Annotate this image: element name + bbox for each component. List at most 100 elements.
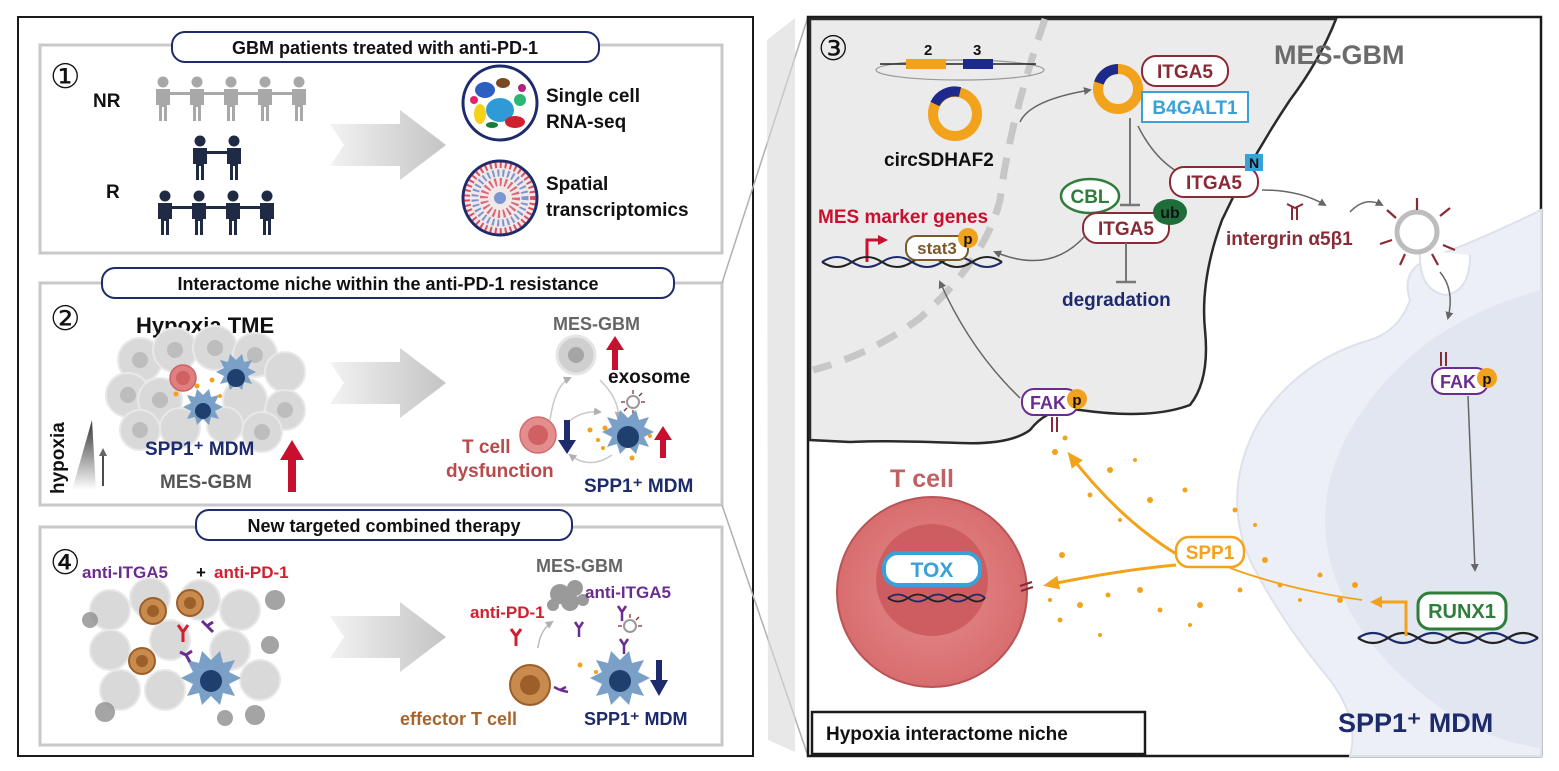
panel2-number: ② (50, 299, 80, 339)
panel3-spp1-mdm-label: SPP1⁺ MDM (1338, 708, 1493, 738)
tcell-receptor-icon (1019, 581, 1034, 592)
b4galt1-label: B4GALT1 (1152, 98, 1238, 119)
combined-therapy-cluster-icon (82, 577, 285, 726)
panel4-right-anti-itga5: anti-ITGA5 (585, 583, 671, 602)
panel1-number: ① (50, 57, 80, 97)
circ-label: circSDHAF2 (884, 150, 994, 171)
integrin-label: intergrin α5β1 (1226, 229, 1353, 250)
mes-up-arrow-icon (606, 336, 624, 370)
sc-label-line2: RNA-seq (546, 112, 626, 133)
panel-1: GBM patients treated with anti-PD-1 ① NR… (38, 31, 724, 255)
panel3-mes-gbm-label: MES-GBM (1274, 40, 1405, 70)
itga5-membrane-label: ITGA5 (1186, 173, 1242, 194)
itga5-top-label: ITGA5 (1157, 62, 1213, 83)
label-r: R (106, 182, 120, 203)
panel4-anti-pd1: anti-PD-1 (214, 563, 289, 582)
dysfunction-tcell-icon (519, 416, 557, 454)
spp1-to-mes-arrow (1067, 451, 1179, 557)
tcell-down-arrow-icon (558, 420, 576, 454)
tox-label: TOX (911, 559, 954, 582)
anti-itga5-antibody-icon-2 (616, 605, 628, 621)
panel4-right-anti-pd1: anti-PD-1 (470, 603, 545, 622)
exosome-label: exosome (608, 367, 690, 388)
mes-integrin-icon (1051, 417, 1058, 432)
panel2-big-arrow-icon (330, 348, 446, 418)
mes-marker-label: MES marker genes (818, 207, 988, 228)
panel2-right-mes-gbm: MES-GBM (553, 314, 640, 334)
tcell-label-line1: T cell (462, 437, 511, 458)
spp1-mdm-cell-icon (602, 410, 654, 454)
runx1-label: RUNX1 (1428, 601, 1496, 623)
spatial-plot-icon (461, 159, 539, 237)
mdm-dna-icon (1357, 631, 1539, 645)
panel3-tcell-label: T cell (890, 465, 954, 493)
niche-label: Hypoxia interactome niche (826, 724, 1068, 745)
nr-people-icon (156, 76, 306, 121)
hypoxia-gradient-icon (72, 420, 96, 490)
panel4-spp1-mdm-cell-icon (590, 651, 650, 705)
mes-dna-icon (821, 256, 1003, 268)
mdm-integrin-icon (1440, 352, 1447, 366)
mdm-fak-label: FAK (1440, 372, 1476, 392)
sp-label-line1: Spatial (546, 174, 608, 195)
exosome-large-icon (1379, 198, 1456, 266)
degradation-label: degradation (1062, 290, 1171, 311)
umap-plot-icon (461, 64, 539, 142)
panel2-spp1-mdm-label: SPP1⁺ MDM (145, 439, 254, 460)
spp1-label: SPP1 (1186, 543, 1235, 564)
circ-complex-icon (1093, 64, 1143, 114)
mdm-fak-p-label: p (1482, 371, 1491, 388)
tcell-dna-icon (887, 593, 986, 603)
panel-4: New targeted combined therapy ④ anti-ITG… (38, 509, 724, 747)
panel4-number: ④ (50, 543, 80, 583)
panel4-cycle-arrow (537, 620, 554, 649)
mdm-up-arrow-icon (654, 426, 672, 458)
panel4-plus: + (196, 563, 206, 582)
panel4-big-arrow-icon (330, 602, 446, 672)
n-glyco-label: N (1249, 155, 1259, 171)
stat3-p-label: p (963, 231, 972, 248)
panel-3: ③ 2 3 MES-GBM circSDHAF2 ITGA5 B4GALT1 (806, 15, 1543, 758)
exosome-icon (621, 390, 645, 414)
anti-itga5-antibody-icon-1 (573, 621, 585, 637)
mes-fak-p-label: p (1072, 392, 1081, 409)
sp-label-line2: transcriptomics (546, 200, 689, 221)
panel1-big-arrow-icon (330, 110, 446, 180)
tcell-label-line2: dysfunction (446, 461, 554, 482)
ub-label: ub (1160, 205, 1180, 222)
panel4-spp1-dots (577, 662, 598, 674)
anti-itga5-antibody-icon-4 (553, 685, 569, 694)
hypoxia-label: hypoxia (48, 422, 69, 494)
itga5-mid-label: ITGA5 (1098, 219, 1154, 240)
spp1-dots (1048, 435, 1358, 637)
exon3-label: 3 (973, 42, 981, 59)
mdm-down-arrow-icon (650, 660, 668, 696)
panel4-title: New targeted combined therapy (247, 516, 520, 536)
sc-label-line1: Single cell (546, 86, 640, 107)
cbl-label: CBL (1070, 187, 1109, 208)
integrin-icon (1286, 203, 1304, 220)
panel3-number: ③ (818, 29, 848, 69)
panel-2: Interactome niche within the anti-PD-1 r… (38, 267, 724, 507)
mes-gbm-nucleus-boundary (812, 17, 1049, 374)
mes-gbm-debris-icon (547, 580, 589, 611)
hypoxia-tumor-cluster-icon (105, 325, 306, 453)
mes-gbm-cell-icon (555, 334, 597, 376)
panel2-title: Interactome niche within the anti-PD-1 r… (177, 274, 598, 294)
panel1-title: GBM patients treated with anti-PD-1 (232, 38, 538, 58)
panel2-right-spp1-mdm: SPP1⁺ MDM (584, 476, 693, 497)
zoom-connector (721, 16, 809, 757)
anti-pd1-antibody-icon (509, 628, 523, 646)
mes-fak-label: FAK (1030, 393, 1066, 413)
effector-tcell-label: effector T cell (400, 709, 517, 729)
tcell-icon (836, 496, 1028, 688)
label-nr: NR (93, 91, 121, 112)
panel4-exosome-icon (618, 614, 642, 633)
panel4-anti-itga5: anti-ITGA5 (82, 563, 168, 582)
stat3-label: stat3 (917, 239, 957, 258)
panel2-spp1-dots (587, 425, 652, 461)
anti-itga5-antibody-icon-3 (618, 638, 630, 654)
r-people-icon (158, 135, 274, 235)
effector-tcell-icon (509, 664, 551, 706)
